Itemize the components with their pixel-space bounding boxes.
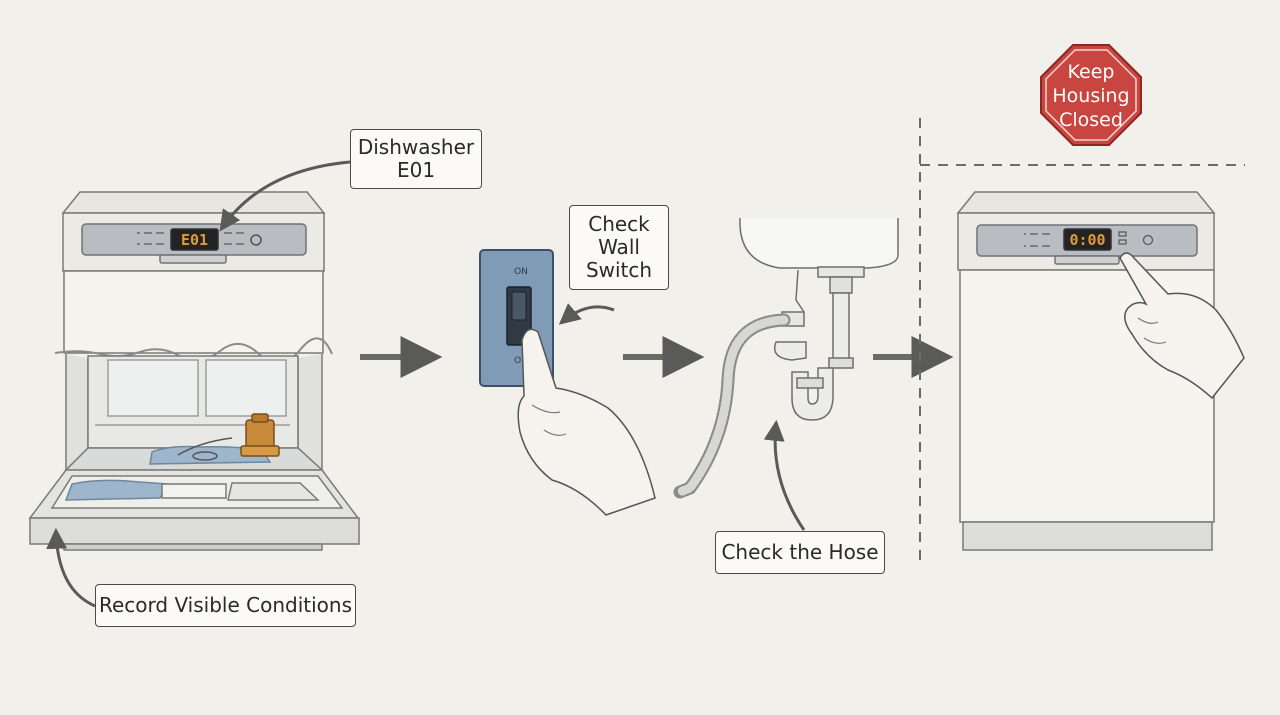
closed-dishwasher (956, 191, 1216, 551)
callout-arrow-error (219, 160, 351, 232)
record-conditions-text: Record Visible Conditions (98, 593, 352, 617)
callout-arrow-record (46, 527, 96, 608)
check-wall-switch-line-1: Check (588, 212, 650, 236)
stop-line-1: Keep (1068, 61, 1115, 83)
hand-pressing-button (1119, 252, 1245, 400)
left-display-code: E01 (181, 231, 208, 249)
switch-label-top: ON (514, 267, 528, 277)
left-error-display (170, 228, 219, 251)
stop-sign-icon (1040, 44, 1142, 146)
record-conditions-callout: Record Visible Conditions (95, 584, 356, 627)
check-hose-callout: Check the Hose (715, 531, 885, 574)
check-wall-switch-line-2: Wall (598, 235, 640, 259)
dishwasher-error-callout: Dishwasher E01 (350, 129, 482, 189)
hand-pressing-switch (517, 328, 656, 516)
stop-line-2: Housing (1052, 85, 1129, 107)
right-display (1063, 228, 1112, 251)
open-dishwasher (28, 191, 360, 551)
check-wall-switch-callout: Check Wall Switch (569, 205, 669, 290)
dishwasher-error-line-1: Dishwasher (357, 135, 475, 159)
switch-label-bottom: ON (514, 356, 528, 366)
callout-arrow-hose (763, 419, 806, 531)
callout-arrow-switch (558, 303, 615, 325)
stop-line-3: Closed (1059, 109, 1123, 131)
toggle-lever (511, 291, 527, 321)
check-hose-text: Check the Hose (721, 540, 879, 564)
right-display-code: 0:00 (1069, 231, 1105, 249)
dishwasher-error-line-2: E01 (396, 158, 436, 182)
check-wall-switch-line-3: Switch (585, 258, 653, 282)
sink-plumbing (739, 217, 899, 421)
